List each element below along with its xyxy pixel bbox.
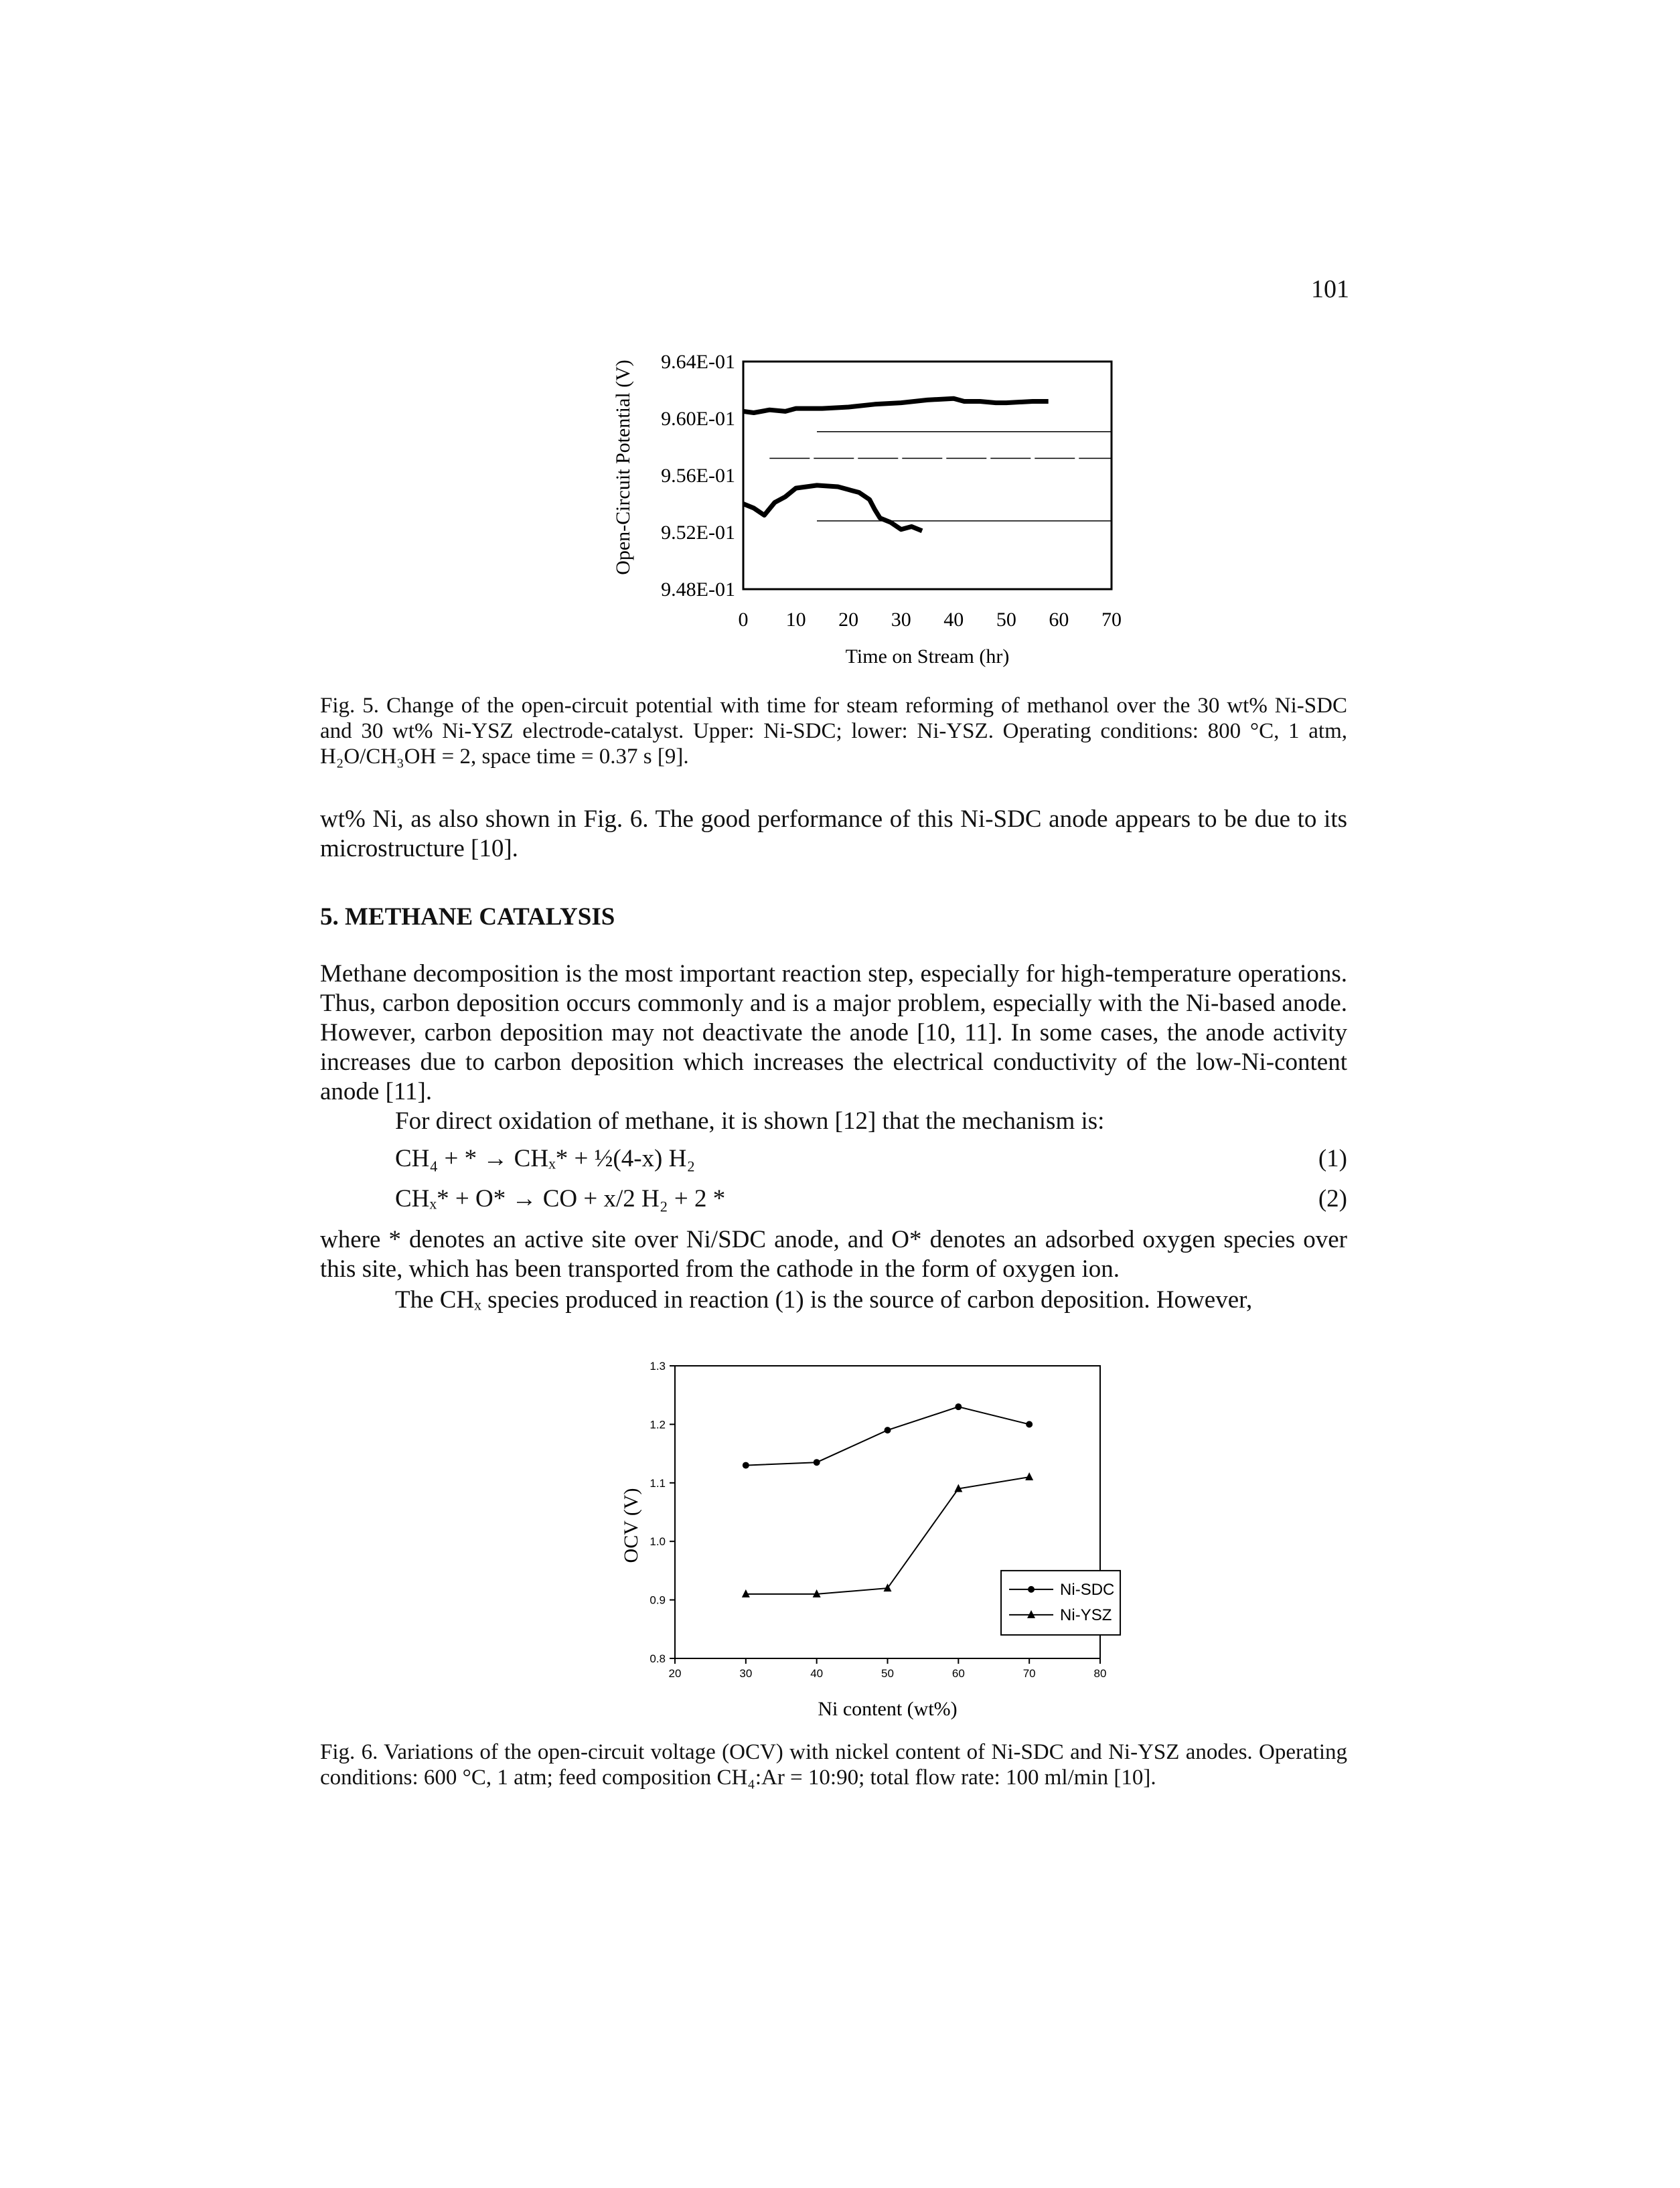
data-point-ni-ysz — [954, 1484, 963, 1492]
figure-5-chart: 9.48E-01 9.52E-01 9.56E-01 9.60E-01 9.64E-01… — [589, 335, 1178, 683]
data-point-ni-sdc — [884, 1427, 891, 1434]
series-line-ni-ysz — [742, 483, 923, 534]
series-line-ni-sdc — [743, 396, 1049, 415]
intro-paragraph: wt% Ni, as also shown in Fig. 6. The goo… — [320, 805, 1347, 862]
y-tick-label: 0.9 — [650, 1594, 666, 1607]
page-number: 101 — [1311, 275, 1349, 303]
x-tick-label: 0 — [739, 609, 749, 631]
x-axis-label: Time on Stream (hr) — [846, 645, 1010, 668]
y-tick-label: 9.48E-01 — [661, 578, 735, 601]
data-point-ni-ysz — [741, 1589, 750, 1597]
x-tick-label: 70 — [1023, 1667, 1036, 1680]
data-point-ni-sdc — [955, 1403, 962, 1411]
x-tick-label: 50 — [881, 1667, 894, 1680]
x-tick-label: 80 — [1094, 1667, 1107, 1680]
data-point-ni-sdc — [1026, 1421, 1033, 1428]
figure-6-svg: 0.8 0.9 1.0 1.1 1.2 1.3 20 30 40 50 60 70 80 Ni-SDC Ni… — [620, 1360, 1122, 1720]
series-line-ni-sdc — [745, 1406, 1030, 1466]
y-tick-label: 1.3 — [650, 1360, 666, 1373]
x-axis-label: Ni content (wt%) — [818, 1698, 957, 1720]
x-tick-label: 40 — [943, 609, 964, 631]
figure-5-caption: Fig. 5. Change of the open-circuit poten… — [320, 694, 1347, 769]
figure-6-chart: 0.8 0.9 1.0 1.1 1.2 1.3 20 30 40 50 60 70 80 Ni-SDC Ni… — [589, 1349, 1178, 1731]
x-tick-label: 30 — [891, 609, 911, 631]
figure-6-group: 0.8 0.9 1.0 1.1 1.2 1.3 20 30 40 50 60 70 80 Ni-SDC Ni… — [650, 1360, 1122, 1680]
data-point-ni-ysz — [1025, 1472, 1034, 1481]
y-axis-label: OCV (V) — [620, 1488, 642, 1563]
data-point-ni-sdc — [813, 1459, 820, 1466]
equation-1-text: CH₄ + * → CHₓ* + ½(4-x) H₂ — [395, 1145, 696, 1172]
figure-5-svg: 9.48E-01 9.52E-01 9.56E-01 9.60E-01 9.64E-01… — [612, 351, 1122, 668]
x-tick-label: 10 — [786, 609, 806, 631]
legend-marker — [1027, 1610, 1036, 1618]
equation-1: CH₄ + * → CHₓ* + ½(4-x) H₂ (1) — [395, 1144, 1347, 1174]
x-tick-label: 60 — [952, 1667, 965, 1680]
equation-2: CHₓ* + O* → CO + x/2 H₂ + 2 * (2) — [395, 1184, 1347, 1214]
legend-box — [1000, 1569, 1122, 1636]
y-tick-label: 0.8 — [650, 1652, 666, 1665]
figure-6-caption: Fig. 6. Variations of the open-circuit v… — [320, 1740, 1347, 1790]
legend-marker — [1028, 1585, 1035, 1593]
x-tick-label: 50 — [996, 609, 1016, 631]
paragraph-2: For direct oxidation of methane, it is s… — [395, 1107, 1105, 1135]
data-point-ni-ysz — [812, 1589, 821, 1597]
y-tick-label: 1.2 — [650, 1418, 666, 1431]
x-tick-label: 20 — [669, 1667, 682, 1680]
y-tick-label: 9.52E-01 — [661, 522, 735, 544]
section-heading: 5. METHANE CATALYSIS — [320, 903, 615, 931]
legend-label: Ni-SDC — [1060, 1581, 1114, 1599]
x-tick-label: 70 — [1101, 609, 1122, 631]
paragraph-4: The CHₓ species produced in reaction (1)… — [395, 1286, 1253, 1314]
equation-2-text: CHₓ* + O* → CO + x/2 H₂ + 2 * — [395, 1185, 726, 1213]
y-tick-label: 9.64E-01 — [661, 351, 735, 373]
series-line-ni-ysz — [745, 1476, 1030, 1595]
y-tick-label: 9.60E-01 — [661, 408, 735, 430]
y-tick-label: 1.1 — [650, 1477, 666, 1490]
equation-2-number: (2) — [1318, 1185, 1347, 1213]
plot-frame — [742, 360, 1113, 591]
paragraph-1: Methane decomposition is the most import… — [320, 960, 1347, 1105]
x-tick-label: 30 — [739, 1667, 752, 1680]
x-tick-label: 60 — [1049, 609, 1069, 631]
paragraph-3: where * denotes an active site over Ni/S… — [320, 1226, 1347, 1283]
x-tick-label: 40 — [810, 1667, 823, 1680]
equation-1-number: (1) — [1318, 1145, 1347, 1172]
legend-label: Ni-YSZ — [1060, 1606, 1112, 1624]
y-axis-label: Open-Circuit Potential (V) — [612, 360, 634, 575]
y-tick-label: 1.0 — [650, 1535, 666, 1548]
data-point-ni-sdc — [742, 1462, 749, 1469]
x-tick-label: 20 — [838, 609, 858, 631]
data-point-ni-ysz — [883, 1583, 892, 1592]
y-tick-label: 9.56E-01 — [661, 465, 735, 487]
